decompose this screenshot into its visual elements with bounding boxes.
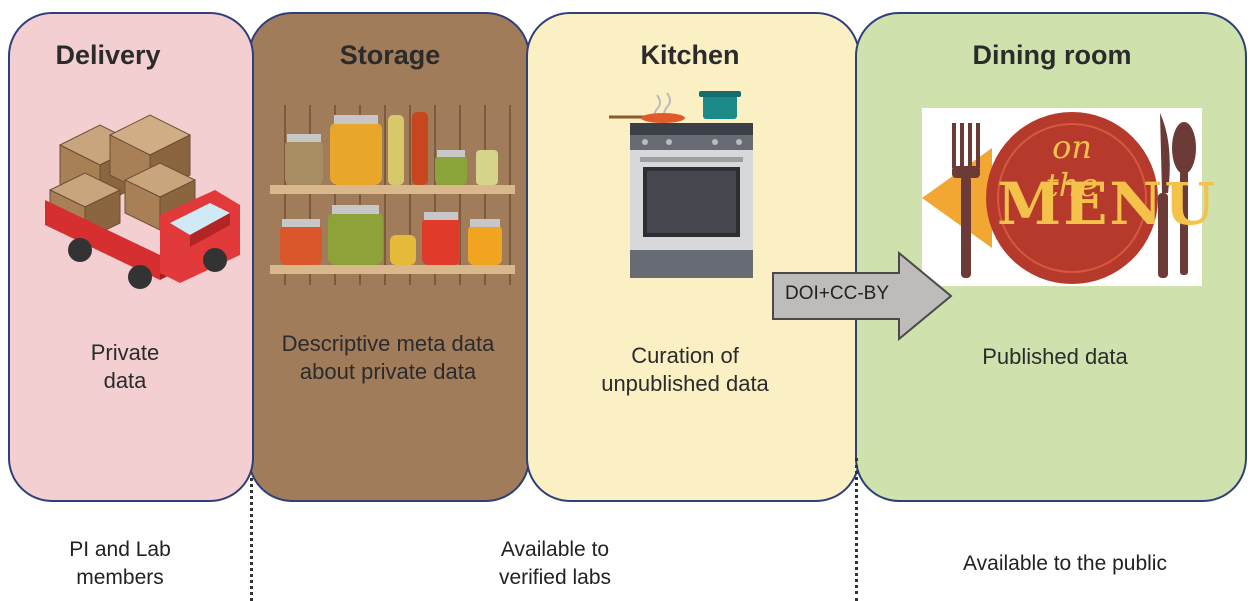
access-verified-labs-line-1: Available to: [500, 538, 610, 561]
kitchen-description-line-1: Curation of: [631, 343, 739, 368]
storage-description-line-2: about private data: [299, 359, 477, 384]
storage-title: Storage: [339, 40, 441, 70]
access-verified-labs-line-2: verified labs: [498, 566, 612, 589]
access-verified-labs: Available to verified labs: [450, 536, 660, 592]
pantry-shelf-icon: [270, 105, 515, 285]
divider-lab-verified: [250, 478, 253, 601]
delivery-truck-icon: [45, 114, 240, 289]
dining-room-title: Dining room: [972, 40, 1132, 70]
delivery-title: Delivery: [55, 40, 161, 70]
storage-description-line-1: Descriptive meta data: [281, 331, 495, 356]
access-public-line-1: Available to the public: [963, 552, 1167, 575]
menu-script-text: on the: [1045, 128, 1099, 204]
storage-description: Descriptive meta data about private data: [252, 330, 524, 386]
access-lab-members-line-1: PI and Lab: [69, 538, 171, 561]
kitchen-description: Curation of unpublished data: [560, 342, 810, 398]
access-public: Available to the public: [905, 550, 1225, 578]
stove-icon: [609, 91, 753, 278]
access-lab-members: PI and Lab members: [20, 536, 220, 592]
delivery-description-line-2: data: [103, 368, 147, 393]
kitchen-title: Kitchen: [640, 40, 740, 70]
divider-verified-public: [855, 458, 858, 601]
delivery-description-line-1: Private: [90, 340, 160, 365]
dining-room-description-line-1: Published data: [982, 344, 1128, 369]
transition-label: DOI+CC-BY: [785, 283, 889, 304]
delivery-description: Private data: [50, 339, 200, 395]
transition-arrow: [772, 250, 953, 342]
on-the-menu-image: [922, 108, 1202, 286]
kitchen-description-line-2: unpublished data: [601, 371, 769, 396]
dining-room-description: Published data: [940, 343, 1170, 371]
menu-word-text: MENU: [997, 170, 1218, 238]
access-lab-members-line-2: members: [76, 566, 164, 589]
